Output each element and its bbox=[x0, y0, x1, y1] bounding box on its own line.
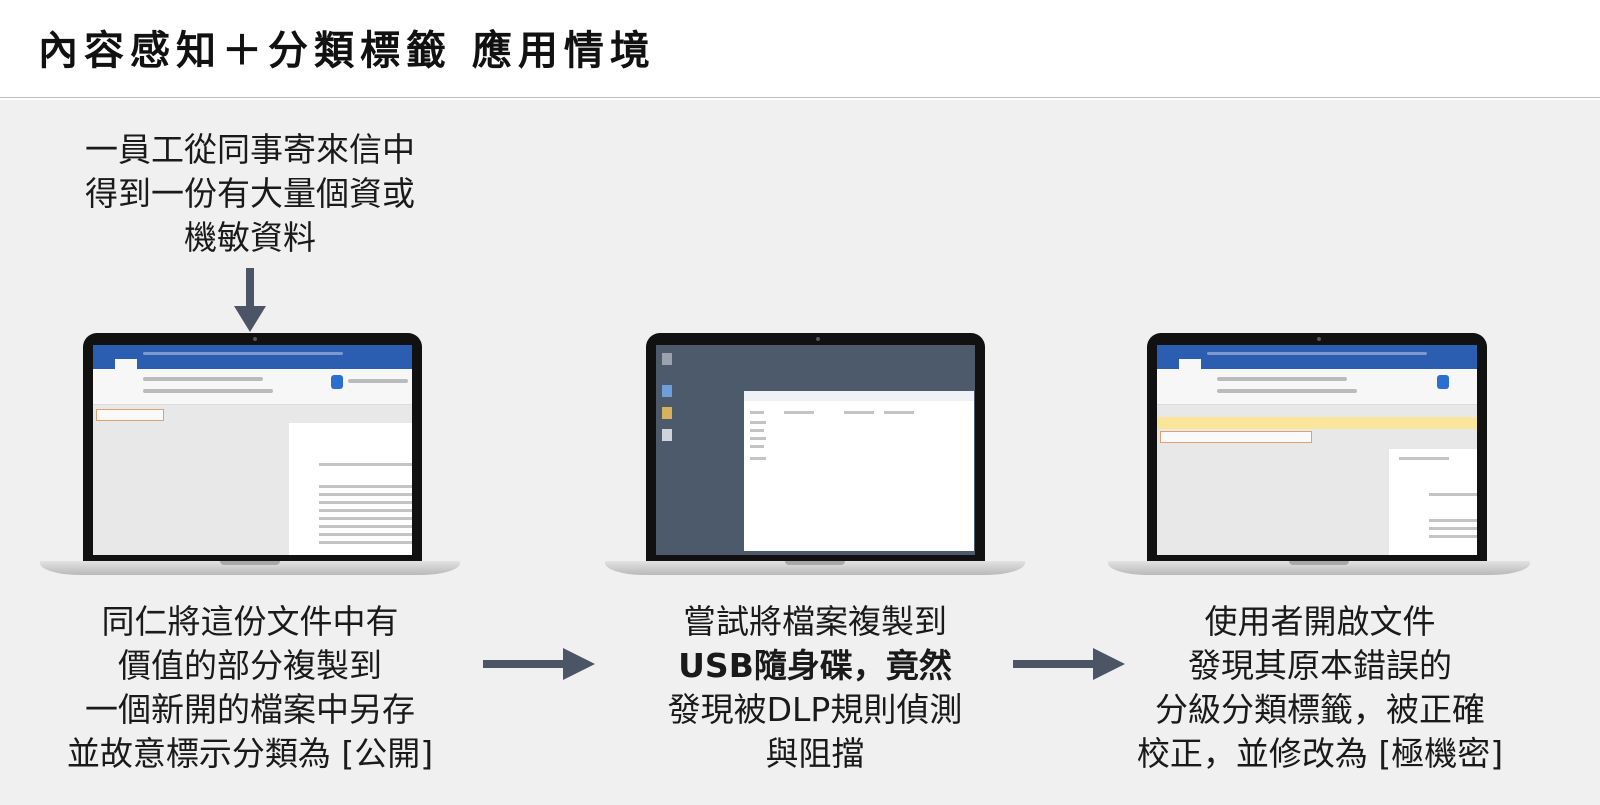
step-line: 嘗試將檔案複製到 bbox=[683, 602, 947, 641]
file-explorer-window bbox=[744, 391, 974, 551]
intro-line: 得到一份有大量個資或 bbox=[85, 174, 415, 213]
slide-title: 內容感知＋分類標籤 應用情境 bbox=[38, 27, 656, 74]
step-2-text: 嘗試將檔案複製到 USB隨身碟，竟然 發現被DLP規則偵測 與阻擋 bbox=[595, 600, 1035, 776]
protect-lock-icon bbox=[331, 375, 343, 389]
step-line: 分級分類標籤，被正確 bbox=[1155, 690, 1485, 729]
sensitivity-label-bar bbox=[96, 409, 164, 421]
step-line: 並故意標示分類為 [公開] bbox=[66, 734, 434, 773]
laptop-word-public bbox=[40, 333, 460, 578]
step-line: 校正，並修改為 [極機密] bbox=[1136, 734, 1504, 773]
step-line: 與阻擋 bbox=[765, 734, 865, 773]
desktop-screen bbox=[656, 345, 975, 555]
title-divider bbox=[0, 97, 1600, 98]
laptop-usb-copy bbox=[605, 333, 1025, 578]
step-3-text: 使用者開啟文件 發現其原本錯誤的 分級分類標籤，被正確 校正，並修改為 [極機密… bbox=[1100, 600, 1540, 776]
step-line: 使用者開啟文件 bbox=[1204, 602, 1436, 641]
word-window bbox=[1157, 345, 1477, 555]
arrow-right-icon bbox=[1013, 648, 1125, 680]
step-line: 價值的部分複製到 bbox=[118, 646, 382, 685]
arrow-down-icon bbox=[234, 268, 266, 332]
policy-tip-bar bbox=[1157, 417, 1477, 429]
step-line: 同仁將這份文件中有 bbox=[101, 602, 399, 641]
step-1-text: 同仁將這份文件中有 價值的部分複製到 一個新開的檔案中另存 並故意標示分類為 [… bbox=[30, 600, 470, 776]
intro-line: 機敏資料 bbox=[184, 218, 316, 257]
step-line: 一個新開的檔案中另存 bbox=[85, 690, 415, 729]
intro-line: 一員工從同事寄來信中 bbox=[85, 130, 415, 169]
laptop-word-confidential bbox=[1108, 333, 1530, 578]
step-line: 發現其原本錯誤的 bbox=[1188, 646, 1452, 685]
word-window bbox=[93, 345, 412, 555]
sensitivity-label-bar bbox=[1160, 431, 1312, 443]
step-line: 發現被DLP規則偵測 bbox=[667, 690, 963, 729]
intro-text: 一員工從同事寄來信中 得到一份有大量個資或 機敏資料 bbox=[50, 128, 450, 260]
arrow-right-icon bbox=[483, 648, 595, 680]
protect-lock-icon bbox=[1437, 375, 1449, 389]
step-line: USB隨身碟，竟然 bbox=[678, 646, 952, 685]
